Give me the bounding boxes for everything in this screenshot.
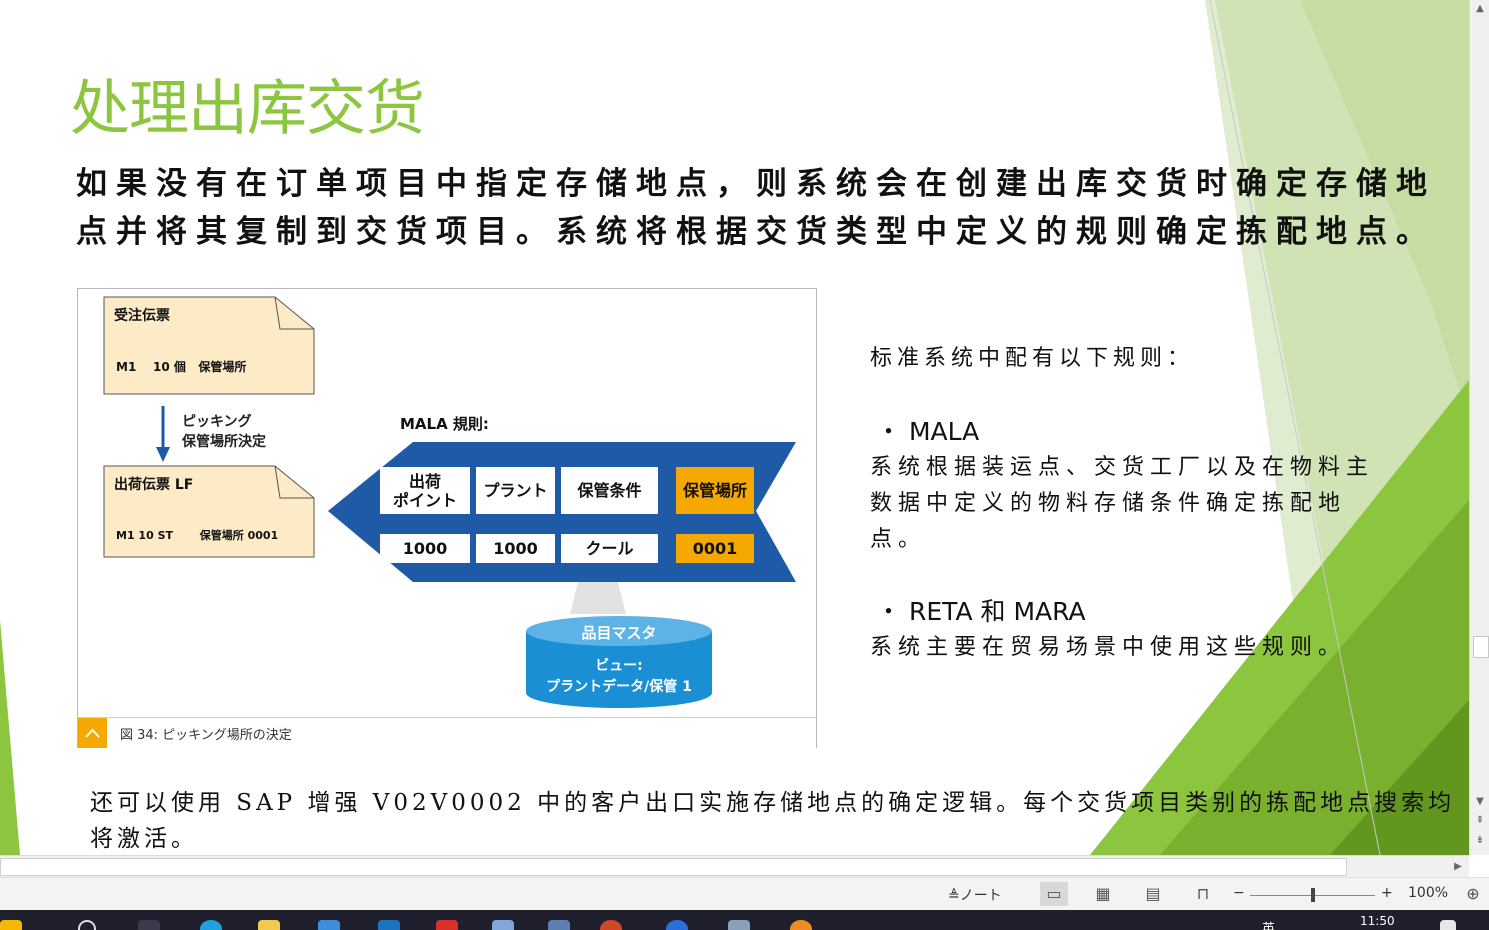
mala-bullet: ・ MALA xyxy=(876,417,980,446)
delivery-doc-row: M1 10 ST 保管場所 0001 xyxy=(116,529,279,542)
reta-mara-description: 系统主要在贸易场景中使用这些规则。 xyxy=(870,635,1347,660)
chevron-up-icon xyxy=(78,718,107,748)
clock-time[interactable]: 11:50 xyxy=(1360,914,1395,928)
zoom-slider-thumb[interactable] xyxy=(1311,888,1315,902)
reta-mara-bullet: ・ RETA 和 MARA xyxy=(876,597,1086,626)
reading-view-icon[interactable]: ▤ xyxy=(1145,884,1161,903)
horizontal-scrollbar[interactable]: ▶ xyxy=(0,855,1469,878)
store-icon[interactable] xyxy=(318,920,340,930)
zoom-out-button[interactable]: − xyxy=(1233,885,1245,901)
material-master-view: ビュー: xyxy=(595,658,643,674)
file-explorer-icon[interactable] xyxy=(258,920,280,930)
horizontal-scroll-thumb[interactable] xyxy=(0,858,1347,876)
next-slide-icon[interactable]: ⇟ xyxy=(1475,835,1485,846)
slide-canvas: 处理出库交货 如果没有在订单项目中指定存储地点，则系统会在创建出库交货时确定存储… xyxy=(0,0,1469,855)
value-cell-shipping-point: 1000 xyxy=(380,534,470,563)
material-master-title: 品目マスタ xyxy=(581,624,657,642)
slide-title: 处理出库交货 xyxy=(70,74,425,144)
mala-rule-label: MALA 規則: xyxy=(400,415,489,433)
status-bar: ≜ノート ▭ ▦ ▤ ⊓ − + 100% ⊕ xyxy=(0,877,1489,911)
notification-icon[interactable] xyxy=(1440,920,1456,930)
header-cell-storage-condition: 保管条件 xyxy=(561,467,658,514)
scroll-down-icon[interactable]: ▼ xyxy=(1476,796,1484,807)
notes-button[interactable]: ≜ノート xyxy=(948,888,1002,904)
app-icon-blue[interactable] xyxy=(378,920,400,930)
intro-paragraph: 如果没有在订单项目中指定存储地点，则系统会在创建出库交货时确定存储地点并将其复制… xyxy=(76,166,1436,250)
search-icon[interactable] xyxy=(78,920,96,930)
value-cell-storage-location: 0001 xyxy=(676,534,754,563)
scroll-up-icon[interactable]: ▲ xyxy=(1476,3,1484,14)
vertical-scroll-thumb[interactable] xyxy=(1473,636,1489,658)
mail-icon[interactable] xyxy=(436,920,458,930)
vertical-scrollbar[interactable]: ▲ ▼ ⇞ ⇟ xyxy=(1469,0,1489,855)
weather-icon[interactable] xyxy=(790,920,812,930)
fit-to-window-icon[interactable]: ⊕ xyxy=(1466,884,1480,903)
figure-caption-bar: 図 34: ピッキング場所の決定 xyxy=(78,717,816,748)
task-view-icon[interactable] xyxy=(138,920,160,930)
order-doc-row: M1 10 個 保管場所 xyxy=(116,360,247,374)
order-doc-title: 受注伝票 xyxy=(114,308,170,324)
edge-browser-icon[interactable] xyxy=(200,920,222,930)
windows-taskbar: 英 11:50 xyxy=(0,910,1489,930)
zoom-level[interactable]: 100% xyxy=(1408,885,1449,901)
value-cell-plant: 1000 xyxy=(476,534,555,563)
header-cell-shipping-point: 出荷 ポイント xyxy=(380,467,470,514)
app-icon-cube[interactable] xyxy=(492,920,514,930)
powerpoint-icon[interactable] xyxy=(600,920,622,930)
slideshow-icon[interactable]: ⊓ xyxy=(1196,884,1210,903)
app-icon-globe[interactable] xyxy=(666,920,688,930)
zoom-in-button[interactable]: + xyxy=(1381,885,1393,901)
app-icon-document[interactable] xyxy=(728,920,750,930)
material-master-plant-data: プラントデータ/保管 1 xyxy=(546,679,692,695)
widgets-icon[interactable] xyxy=(0,920,22,930)
header-cell-plant: プラント xyxy=(476,467,555,514)
header-cell-storage-location: 保管場所 xyxy=(676,467,754,514)
slide-sorter-icon[interactable]: ▦ xyxy=(1095,884,1111,903)
picking-location-figure: 受注伝票 M1 10 個 保管場所 ピッキング 保管場所決定 出荷伝票 LF M… xyxy=(77,288,817,748)
slide-decoration xyxy=(0,0,1469,855)
scroll-right-icon[interactable]: ▶ xyxy=(1454,861,1462,872)
app-icon-chart[interactable] xyxy=(548,920,570,930)
previous-slide-icon[interactable]: ⇞ xyxy=(1475,815,1485,826)
delivery-doc-title: 出荷伝票 LF xyxy=(114,477,194,493)
mala-description: 系统根据装运点、交货工厂以及在物料主数据中定义的物料存储条件确定拣配地点。 xyxy=(870,455,1375,552)
value-cell-storage-condition: クール xyxy=(561,534,658,563)
normal-view-icon[interactable]: ▭ xyxy=(1040,882,1068,906)
picking-arrow-label: ピッキング 保管場所決定 xyxy=(182,414,266,450)
figure-caption: 図 34: ピッキング場所の決定 xyxy=(120,728,292,743)
rules-heading: 标准系统中配有以下规则： xyxy=(870,346,1195,371)
ime-indicator[interactable]: 英 xyxy=(1262,922,1276,930)
enhancement-paragraph: 还可以使用 SAP 增强 V02V0002 中的客户出口实施存储地点的确定逻辑。… xyxy=(90,790,1456,852)
